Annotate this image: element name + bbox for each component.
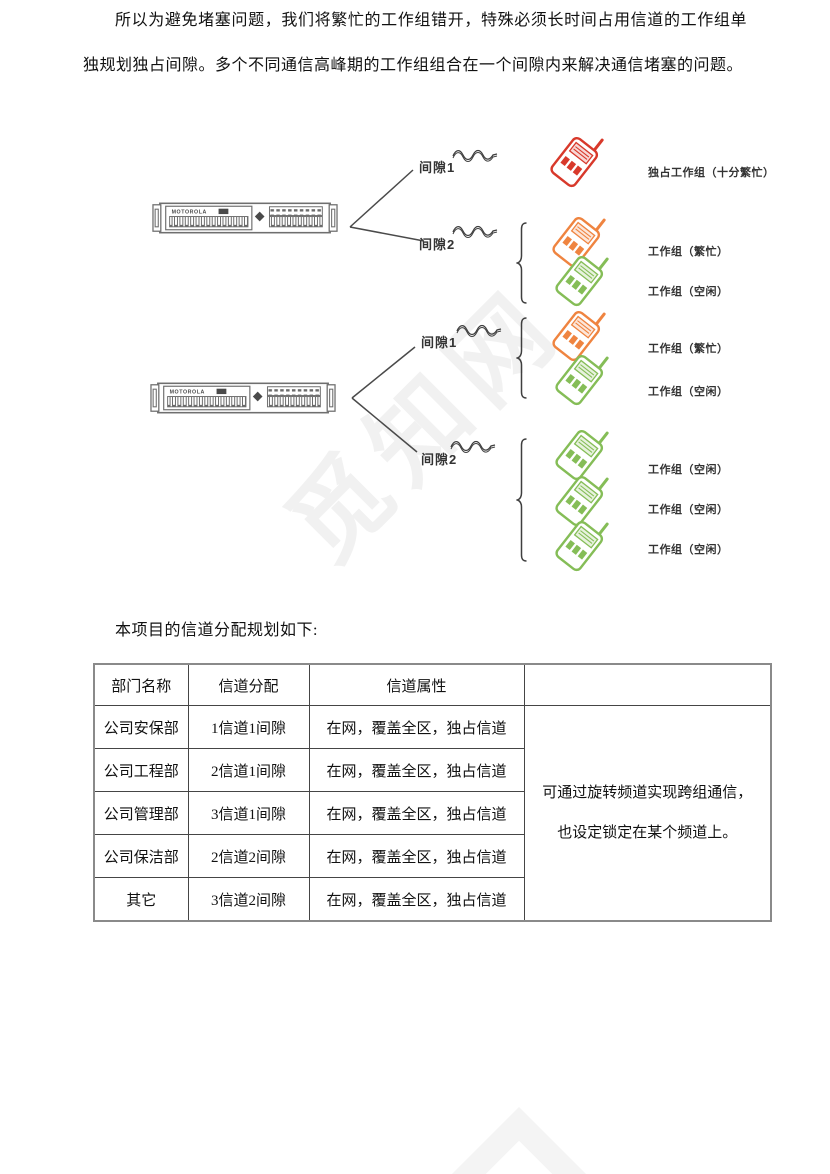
intro-paragraph: 所以为避免堵塞问题，我们将繁忙的工作组错开，特殊必须长时间占用信道的工作组单独规…	[83, 12, 747, 74]
cell-allocation: 3信道1间隙	[187, 791, 310, 835]
wave-icon	[450, 440, 496, 453]
group-label: 工作组（繁忙）	[648, 246, 729, 258]
wave-icon	[452, 225, 498, 238]
wave-icon	[452, 149, 498, 162]
header-department: 部门名称	[93, 663, 189, 706]
brace-icon	[516, 317, 527, 399]
header-channel-allocation: 信道分配	[187, 663, 310, 706]
table-row: 公司安保部 1信道1间隙 在网，覆盖全区，独占信道 可通过旋转频道实现跨组通信，…	[93, 705, 772, 922]
table-row: 公司工程部 2信道1间隙 在网，覆盖全区，独占信道	[93, 748, 771, 792]
brand-label: MOTOROLA	[172, 210, 207, 216]
cell-attribute: 在网，覆盖全区，独占信道	[308, 834, 525, 878]
watermark-bottom: 觅	[371, 1106, 667, 1174]
cell-attribute: 在网，覆盖全区，独占信道	[308, 705, 525, 749]
group-label: 工作组（空闲）	[648, 544, 729, 556]
slot-label-c1-s1: 间隙1	[419, 160, 456, 175]
cell-department: 公司管理部	[93, 791, 189, 835]
header-empty	[523, 663, 772, 706]
walkie-talkie-icon-very-busy	[541, 119, 615, 196]
cell-department: 公司工程部	[93, 748, 189, 792]
group-label: 工作组（繁忙）	[648, 343, 729, 355]
table-row: 公司管理部 3信道1间隙 在网，覆盖全区，独占信道	[93, 791, 771, 835]
cell-allocation: 2信道1间隙	[187, 748, 310, 792]
cell-attribute: 在网，覆盖全区，独占信道	[308, 791, 525, 835]
channel-allocation-table: 部门名称 信道分配 信道属性 公司安保部 1信道1间隙 在网，覆盖全区，独占信道…	[93, 663, 772, 922]
repeater-device-2: MOTOROLA	[150, 382, 336, 414]
cell-allocation: 1信道1间隙	[187, 705, 310, 749]
group-label: 工作组（空闲）	[648, 386, 729, 398]
table-row: 公司保洁部 2信道2间隙 在网，覆盖全区，独占信道	[93, 834, 771, 878]
wave-icon	[456, 324, 502, 337]
cell-attribute: 在网，覆盖全区，独占信道	[308, 748, 525, 792]
cell-allocation: 3信道2间隙	[187, 877, 310, 922]
note-line-1: 可通过旋转频道实现跨组通信，	[542, 784, 753, 801]
channel-slot-diagram: 觅知网 MOTOROLA	[150, 0, 775, 583]
table-row: 其它 3信道2间隙 在网，覆盖全区，独占信道	[93, 877, 771, 922]
slot-label-c2-s2: 间隙2	[421, 452, 458, 467]
cell-attribute: 在网，覆盖全区，独占信道	[308, 877, 525, 922]
group-label: 独占工作组（十分繁忙）	[648, 167, 775, 179]
group-label: 工作组（空闲）	[648, 286, 729, 298]
slot-label-c1-s2: 间隙2	[419, 237, 456, 252]
note-line-2: 也设定锁定在某个频道上。	[557, 824, 738, 841]
brace-icon	[516, 222, 527, 304]
table-header-row: 部门名称 信道分配 信道属性	[93, 663, 772, 706]
repeater-device-1: MOTOROLA	[152, 202, 338, 234]
merged-note-cell: 可通过旋转频道实现跨组通信， 也设定锁定在某个频道上。	[523, 705, 772, 922]
group-label: 工作组（空闲）	[648, 464, 729, 476]
header-channel-attribute: 信道属性	[308, 663, 525, 706]
brand-label: MOTOROLA	[170, 390, 205, 396]
cell-allocation: 2信道2间隙	[187, 834, 310, 878]
cell-department: 公司安保部	[93, 705, 189, 749]
table-intro: 本项目的信道分配规划如下:	[115, 622, 318, 639]
brace-icon	[516, 438, 527, 562]
cell-department: 其它	[93, 877, 189, 922]
slot-label-c2-s1: 间隙1	[421, 335, 458, 350]
cell-department: 公司保洁部	[93, 834, 189, 878]
group-label: 工作组（空闲）	[648, 504, 729, 516]
